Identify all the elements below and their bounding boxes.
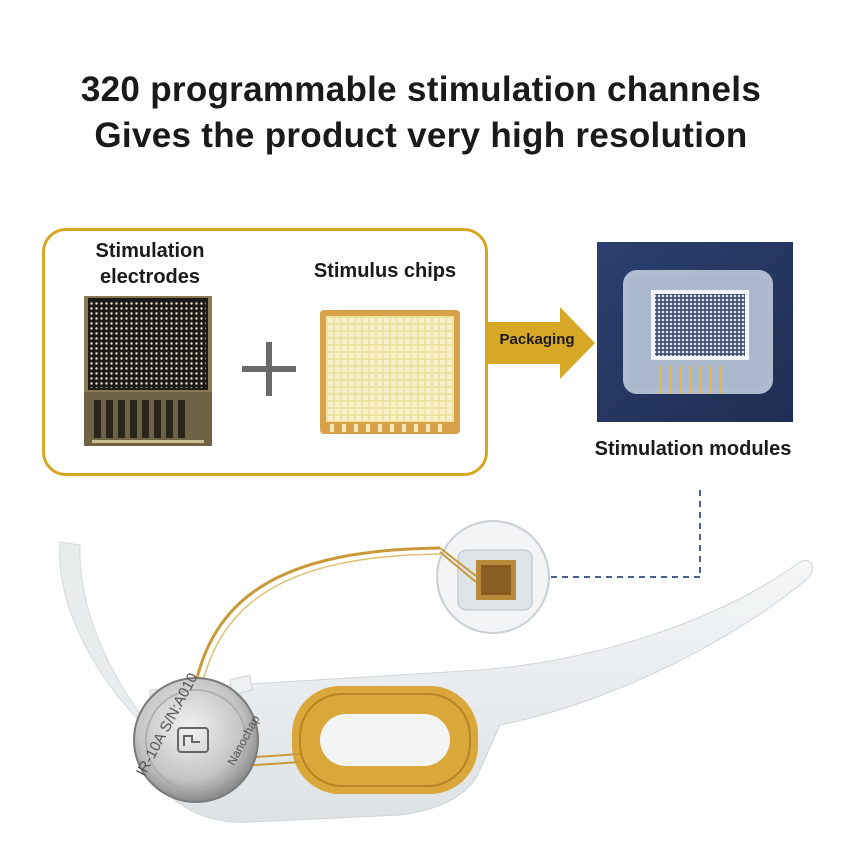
packaging-arrow-icon — [488, 307, 595, 379]
stimulus-chip-image — [320, 310, 460, 434]
nanochap-logo-icon — [177, 727, 209, 753]
stimulus-chips-label: Stimulus chips — [313, 260, 457, 282]
stimulation-electrodes-label: Stimulation electrodes — [95, 240, 205, 288]
components-frame — [42, 228, 488, 476]
implant-device-image: IR-10A S/N:A010 Nanochap — [59, 490, 814, 823]
headline-line-2: Gives the product very high resolution — [94, 116, 748, 155]
dashed-connector — [551, 490, 701, 578]
plus-icon — [242, 342, 296, 396]
stimulation-modules-label: Stimulation modules — [594, 438, 792, 460]
headline-line-1: 320 programmable stimulation channels — [80, 70, 762, 109]
packaging-label: Packaging — [499, 331, 575, 348]
electrode-array-image — [84, 296, 212, 446]
stimulation-module-image — [597, 242, 793, 422]
